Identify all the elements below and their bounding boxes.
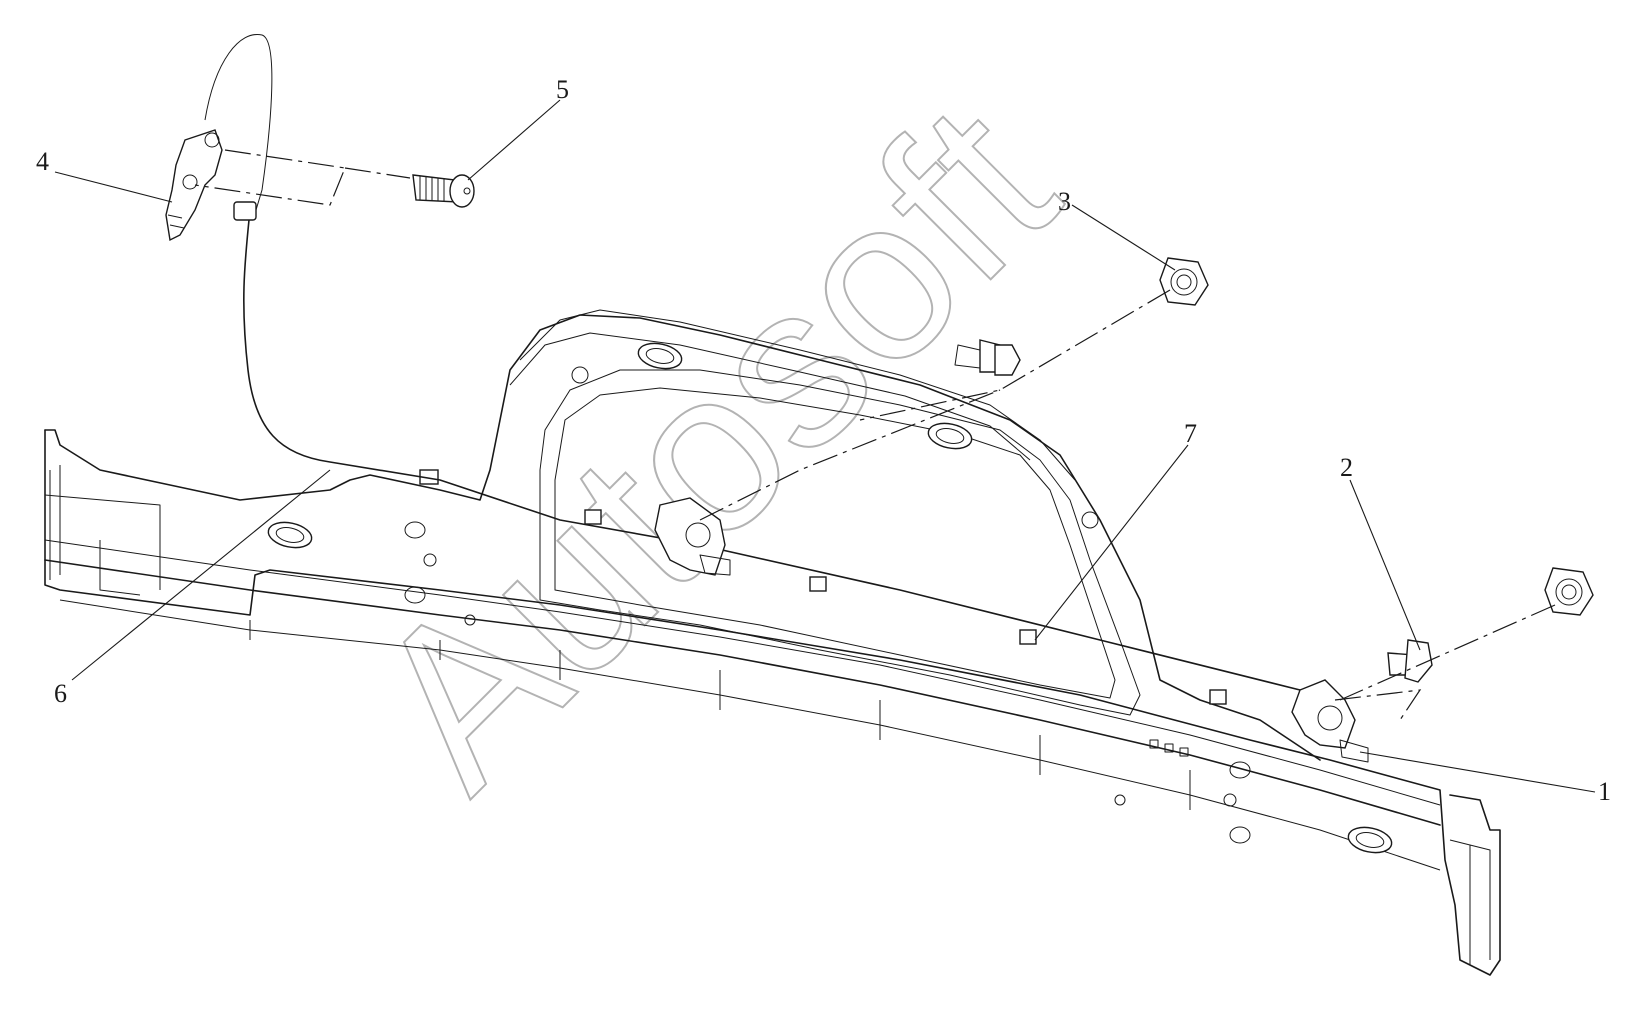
- leader-6: [71, 469, 331, 681]
- callout-6: 6: [54, 679, 67, 708]
- bolt-5: [194, 149, 475, 208]
- leader-2: [1349, 479, 1421, 651]
- rear-panel: [44, 309, 1501, 976]
- nut-3: [859, 257, 1209, 421]
- callout-2: 2: [1340, 453, 1353, 482]
- bolt-upper: [954, 339, 1021, 376]
- release-handle: [165, 129, 223, 242]
- callout-7: 7: [1184, 419, 1197, 448]
- release-cable: [204, 33, 1301, 691]
- leader-lines: [54, 99, 1596, 793]
- leader-4: [54, 171, 173, 203]
- leader-7: [1034, 444, 1189, 641]
- nut-right: [1339, 567, 1594, 701]
- callout-5: 5: [556, 75, 569, 104]
- watermark: Autosoft: [322, 55, 1102, 835]
- leader-1: [1359, 751, 1596, 793]
- callout-labels: 1 2 3 4 5 6 7: [36, 75, 1611, 806]
- callout-4: 4: [36, 147, 49, 176]
- latch-center: [654, 389, 1001, 576]
- watermark-text: Autosoft: [323, 56, 1101, 834]
- leader-5: [467, 99, 561, 181]
- callout-3: 3: [1058, 187, 1071, 216]
- leader-3: [1071, 204, 1176, 271]
- callout-1: 1: [1598, 777, 1611, 806]
- latch-right: [1291, 679, 1422, 763]
